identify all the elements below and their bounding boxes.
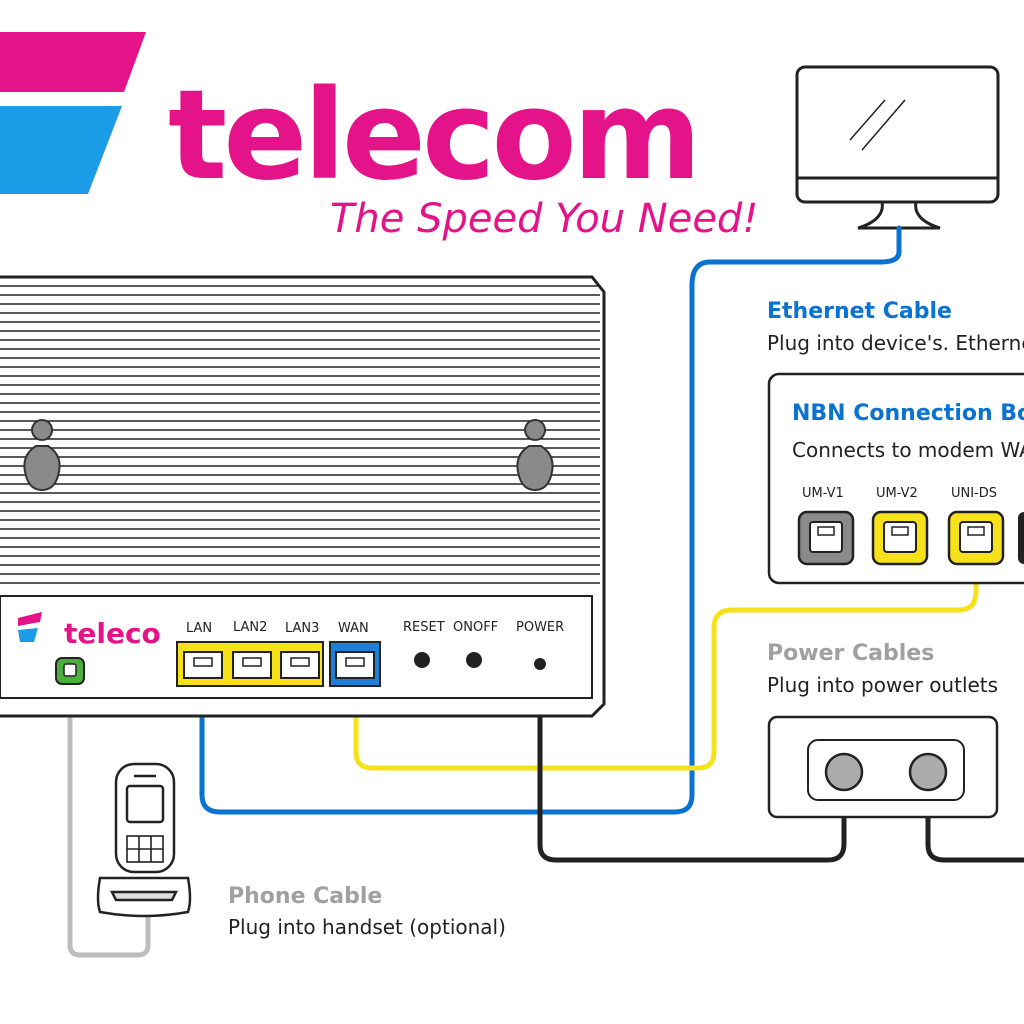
cables bbox=[67, 225, 1024, 958]
nbn-title: NBN Connection Box bbox=[792, 401, 1024, 426]
port-label-wan: WAN bbox=[338, 621, 369, 636]
port-label-lan: LAN bbox=[186, 621, 212, 636]
ethernet-title: Ethernet Cable bbox=[767, 299, 952, 324]
port-label-onoff: ONOFF bbox=[453, 620, 498, 635]
nbn-port-label-3: UNI-DS bbox=[951, 486, 997, 501]
phone-handset-icon bbox=[96, 762, 192, 918]
onoff-button[interactable] bbox=[466, 652, 482, 668]
port-label-lan2: LAN2 bbox=[233, 620, 267, 635]
nbn-port-um-v1[interactable] bbox=[797, 510, 855, 566]
lan-port-3[interactable] bbox=[280, 651, 320, 679]
nbn-port-uni-ds[interactable] bbox=[947, 510, 1005, 566]
router-logo-icon bbox=[18, 612, 42, 642]
phone-cable bbox=[67, 681, 151, 958]
port-label-lan3: LAN3 bbox=[285, 621, 319, 636]
port-label-reset: RESET bbox=[403, 620, 445, 635]
router-badge: teleco bbox=[64, 617, 161, 650]
phone-desc: Plug into handset (optional) bbox=[228, 915, 506, 939]
power-port[interactable] bbox=[534, 658, 546, 670]
brand-name: telecom bbox=[168, 64, 698, 208]
ethernet-cable bbox=[199, 225, 902, 815]
power-desc: Plug into power outlets bbox=[767, 673, 998, 697]
power-cable-2 bbox=[925, 771, 1024, 863]
nbn-port-label-2: UM-V2 bbox=[876, 486, 918, 501]
telecom-logo-icon bbox=[0, 32, 146, 194]
brand-tagline: The Speed You Need! bbox=[330, 196, 758, 242]
nbn-port-label-1: UM-V1 bbox=[802, 486, 844, 501]
wan-port[interactable] bbox=[335, 651, 375, 679]
ethernet-desc: Plug into device's. Ethernet bbox=[767, 331, 1024, 355]
monitor-icon bbox=[795, 65, 1000, 230]
keyhole-right-icon bbox=[516, 419, 554, 492]
power-cable bbox=[537, 660, 847, 863]
wan-cable bbox=[353, 565, 979, 771]
power-title: Power Cables bbox=[767, 641, 934, 666]
port-label-power: POWER bbox=[516, 620, 564, 635]
nbn-port-um-v2[interactable] bbox=[871, 510, 929, 566]
lan-port-1[interactable] bbox=[183, 651, 223, 679]
power-outlet-icon bbox=[767, 715, 999, 819]
reset-button[interactable] bbox=[414, 652, 430, 668]
lan-port-2[interactable] bbox=[232, 651, 272, 679]
keyhole-left-icon bbox=[23, 419, 61, 492]
phone-title: Phone Cable bbox=[228, 884, 382, 909]
nbn-desc: Connects to modem WAN bbox=[792, 438, 1024, 462]
